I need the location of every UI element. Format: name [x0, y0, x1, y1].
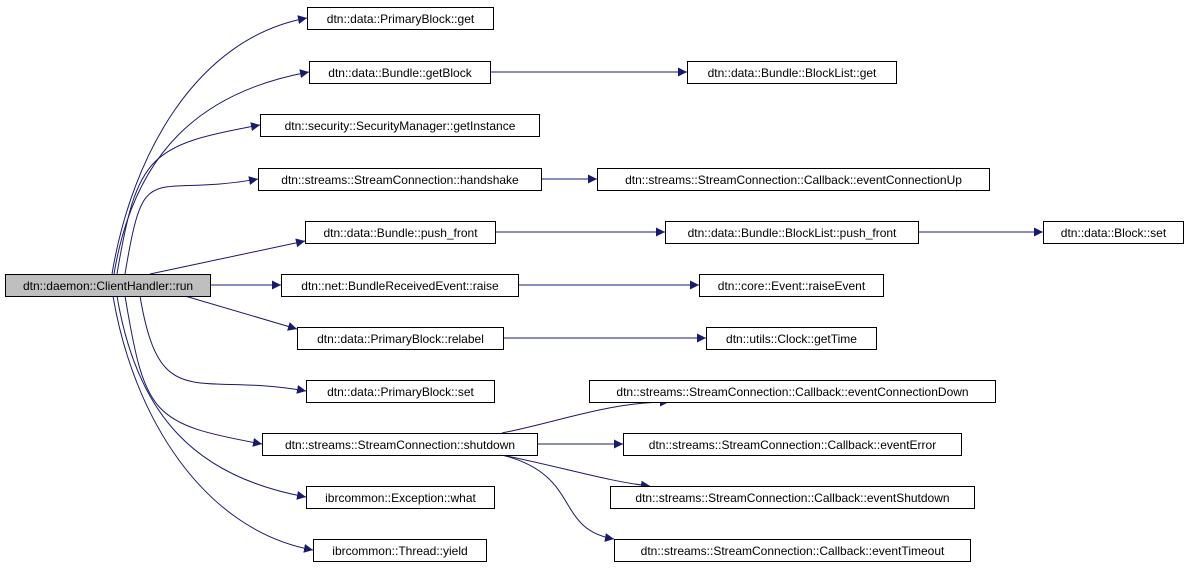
edge-shutdown-to-ev-timeout	[501, 454, 615, 542]
edge-run-to-relabel	[184, 295, 298, 331]
node-secmgr[interactable]: dtn::security::SecurityManager::getInsta…	[260, 114, 540, 137]
node-box[interactable]	[589, 380, 996, 403]
edge-run-to-shutdown	[124, 295, 263, 447]
node-pb-get[interactable]: dtn::data::PrimaryBlock::get	[307, 7, 494, 30]
node-label: dtn::security::SecurityManager::getInsta…	[285, 119, 516, 133]
node-box[interactable]	[297, 327, 504, 350]
node-box[interactable]	[665, 221, 919, 244]
node-label: dtn::streams::StreamConnection::Callback…	[635, 491, 949, 505]
node-shutdown[interactable]: dtn::streams::StreamConnection::shutdown	[262, 433, 538, 456]
edge-shutdown-to-ev-shutdown	[501, 454, 651, 490]
node-label: dtn::net::BundleReceivedEvent::raise	[301, 279, 499, 293]
node-label: dtn::streams::StreamConnection::Callback…	[616, 385, 968, 399]
node-run[interactable]: dtn::daemon::ClientHandler::run	[5, 274, 211, 297]
node-box[interactable]	[313, 539, 487, 562]
node-box[interactable]	[262, 433, 538, 456]
node-box[interactable]	[5, 274, 211, 297]
node-raise[interactable]: dtn::net::BundleReceivedEvent::raise	[281, 274, 519, 297]
node-box[interactable]	[306, 380, 495, 403]
node-block-set[interactable]: dtn::data::Block::set	[1043, 221, 1184, 244]
node-bundle-getblock[interactable]: dtn::data::Bundle::getBlock	[309, 61, 491, 84]
node-handshake[interactable]: dtn::streams::StreamConnection::handshak…	[258, 168, 542, 191]
node-label: dtn::data::PrimaryBlock::relabel	[317, 332, 484, 346]
edge-run-to-bundle-getblock	[113, 69, 310, 275]
node-label: dtn::core::Event::raiseEvent	[718, 279, 866, 293]
node-relabel[interactable]: dtn::data::PrimaryBlock::relabel	[297, 327, 504, 350]
node-box[interactable]	[597, 168, 990, 191]
node-label: dtn::streams::StreamConnection::Callback…	[649, 438, 936, 452]
node-ev-shutdown[interactable]: dtn::streams::StreamConnection::Callback…	[610, 486, 975, 509]
node-box[interactable]	[309, 61, 491, 84]
call-nodes: dtn::daemon::ClientHandler::rundtn::data…	[5, 7, 1184, 562]
edge-shutdown-to-conn-down	[501, 397, 670, 434]
node-box[interactable]	[623, 433, 962, 456]
node-label: dtn::streams::StreamConnection::Callback…	[625, 173, 962, 187]
node-ev-timeout[interactable]: dtn::streams::StreamConnection::Callback…	[614, 539, 971, 562]
node-pb-set[interactable]: dtn::data::PrimaryBlock::set	[306, 380, 495, 403]
node-box[interactable]	[305, 221, 496, 244]
edge-run-to-push-front	[149, 238, 306, 275]
node-label: dtn::daemon::ClientHandler::run	[23, 279, 193, 293]
node-label: dtn::streams::StreamConnection::handshak…	[281, 173, 519, 187]
node-blocklist-get[interactable]: dtn::data::Bundle::BlockList::get	[687, 61, 897, 84]
node-box[interactable]	[260, 114, 540, 137]
edge-run-to-what	[116, 295, 307, 500]
node-get-time[interactable]: dtn::utils::Clock::getTime	[706, 327, 877, 350]
node-box[interactable]	[258, 168, 542, 191]
node-box[interactable]	[281, 274, 519, 297]
node-label: ibrcommon::Exception::what	[325, 491, 476, 505]
node-label: dtn::data::Bundle::BlockList::push_front	[688, 226, 897, 240]
node-yield[interactable]: ibrcommon::Thread::yield	[313, 539, 487, 562]
node-label: dtn::data::Bundle::getBlock	[328, 66, 472, 80]
node-bl-push-front[interactable]: dtn::data::Bundle::BlockList::push_front	[665, 221, 919, 244]
node-label: dtn::data::Bundle::BlockList::get	[708, 66, 877, 80]
node-label: ibrcommon::Thread::yield	[332, 544, 467, 558]
node-raise-event[interactable]: dtn::core::Event::raiseEvent	[699, 274, 884, 297]
edge-run-to-handshake	[124, 176, 259, 275]
call-edges	[111, 15, 1043, 553]
node-ev-error[interactable]: dtn::streams::StreamConnection::Callback…	[623, 433, 962, 456]
node-label: dtn::data::PrimaryBlock::set	[327, 385, 474, 399]
node-box[interactable]	[610, 486, 975, 509]
edge-run-to-secmgr	[116, 122, 261, 275]
node-what[interactable]: ibrcommon::Exception::what	[306, 486, 495, 509]
node-box[interactable]	[614, 539, 971, 562]
node-label: dtn::data::Block::set	[1061, 226, 1167, 240]
node-box[interactable]	[706, 327, 877, 350]
edge-run-to-pb-set	[139, 295, 307, 394]
node-box[interactable]	[307, 7, 494, 30]
node-conn-down[interactable]: dtn::streams::StreamConnection::Callback…	[589, 380, 996, 403]
node-box[interactable]	[1043, 221, 1184, 244]
edge-run-to-pb-get	[111, 15, 308, 275]
node-push-front[interactable]: dtn::data::Bundle::push_front	[305, 221, 496, 244]
node-label: dtn::streams::StreamConnection::shutdown	[285, 438, 515, 452]
node-box[interactable]	[699, 274, 884, 297]
node-label: dtn::data::Bundle::push_front	[323, 226, 478, 240]
node-box[interactable]	[306, 486, 495, 509]
node-box[interactable]	[687, 61, 897, 84]
node-label: dtn::data::PrimaryBlock::get	[327, 12, 475, 26]
node-conn-up[interactable]: dtn::streams::StreamConnection::Callback…	[597, 168, 990, 191]
node-label: dtn::streams::StreamConnection::Callback…	[641, 544, 945, 558]
node-label: dtn::utils::Clock::getTime	[726, 332, 857, 346]
edge-run-to-yield	[112, 295, 314, 553]
